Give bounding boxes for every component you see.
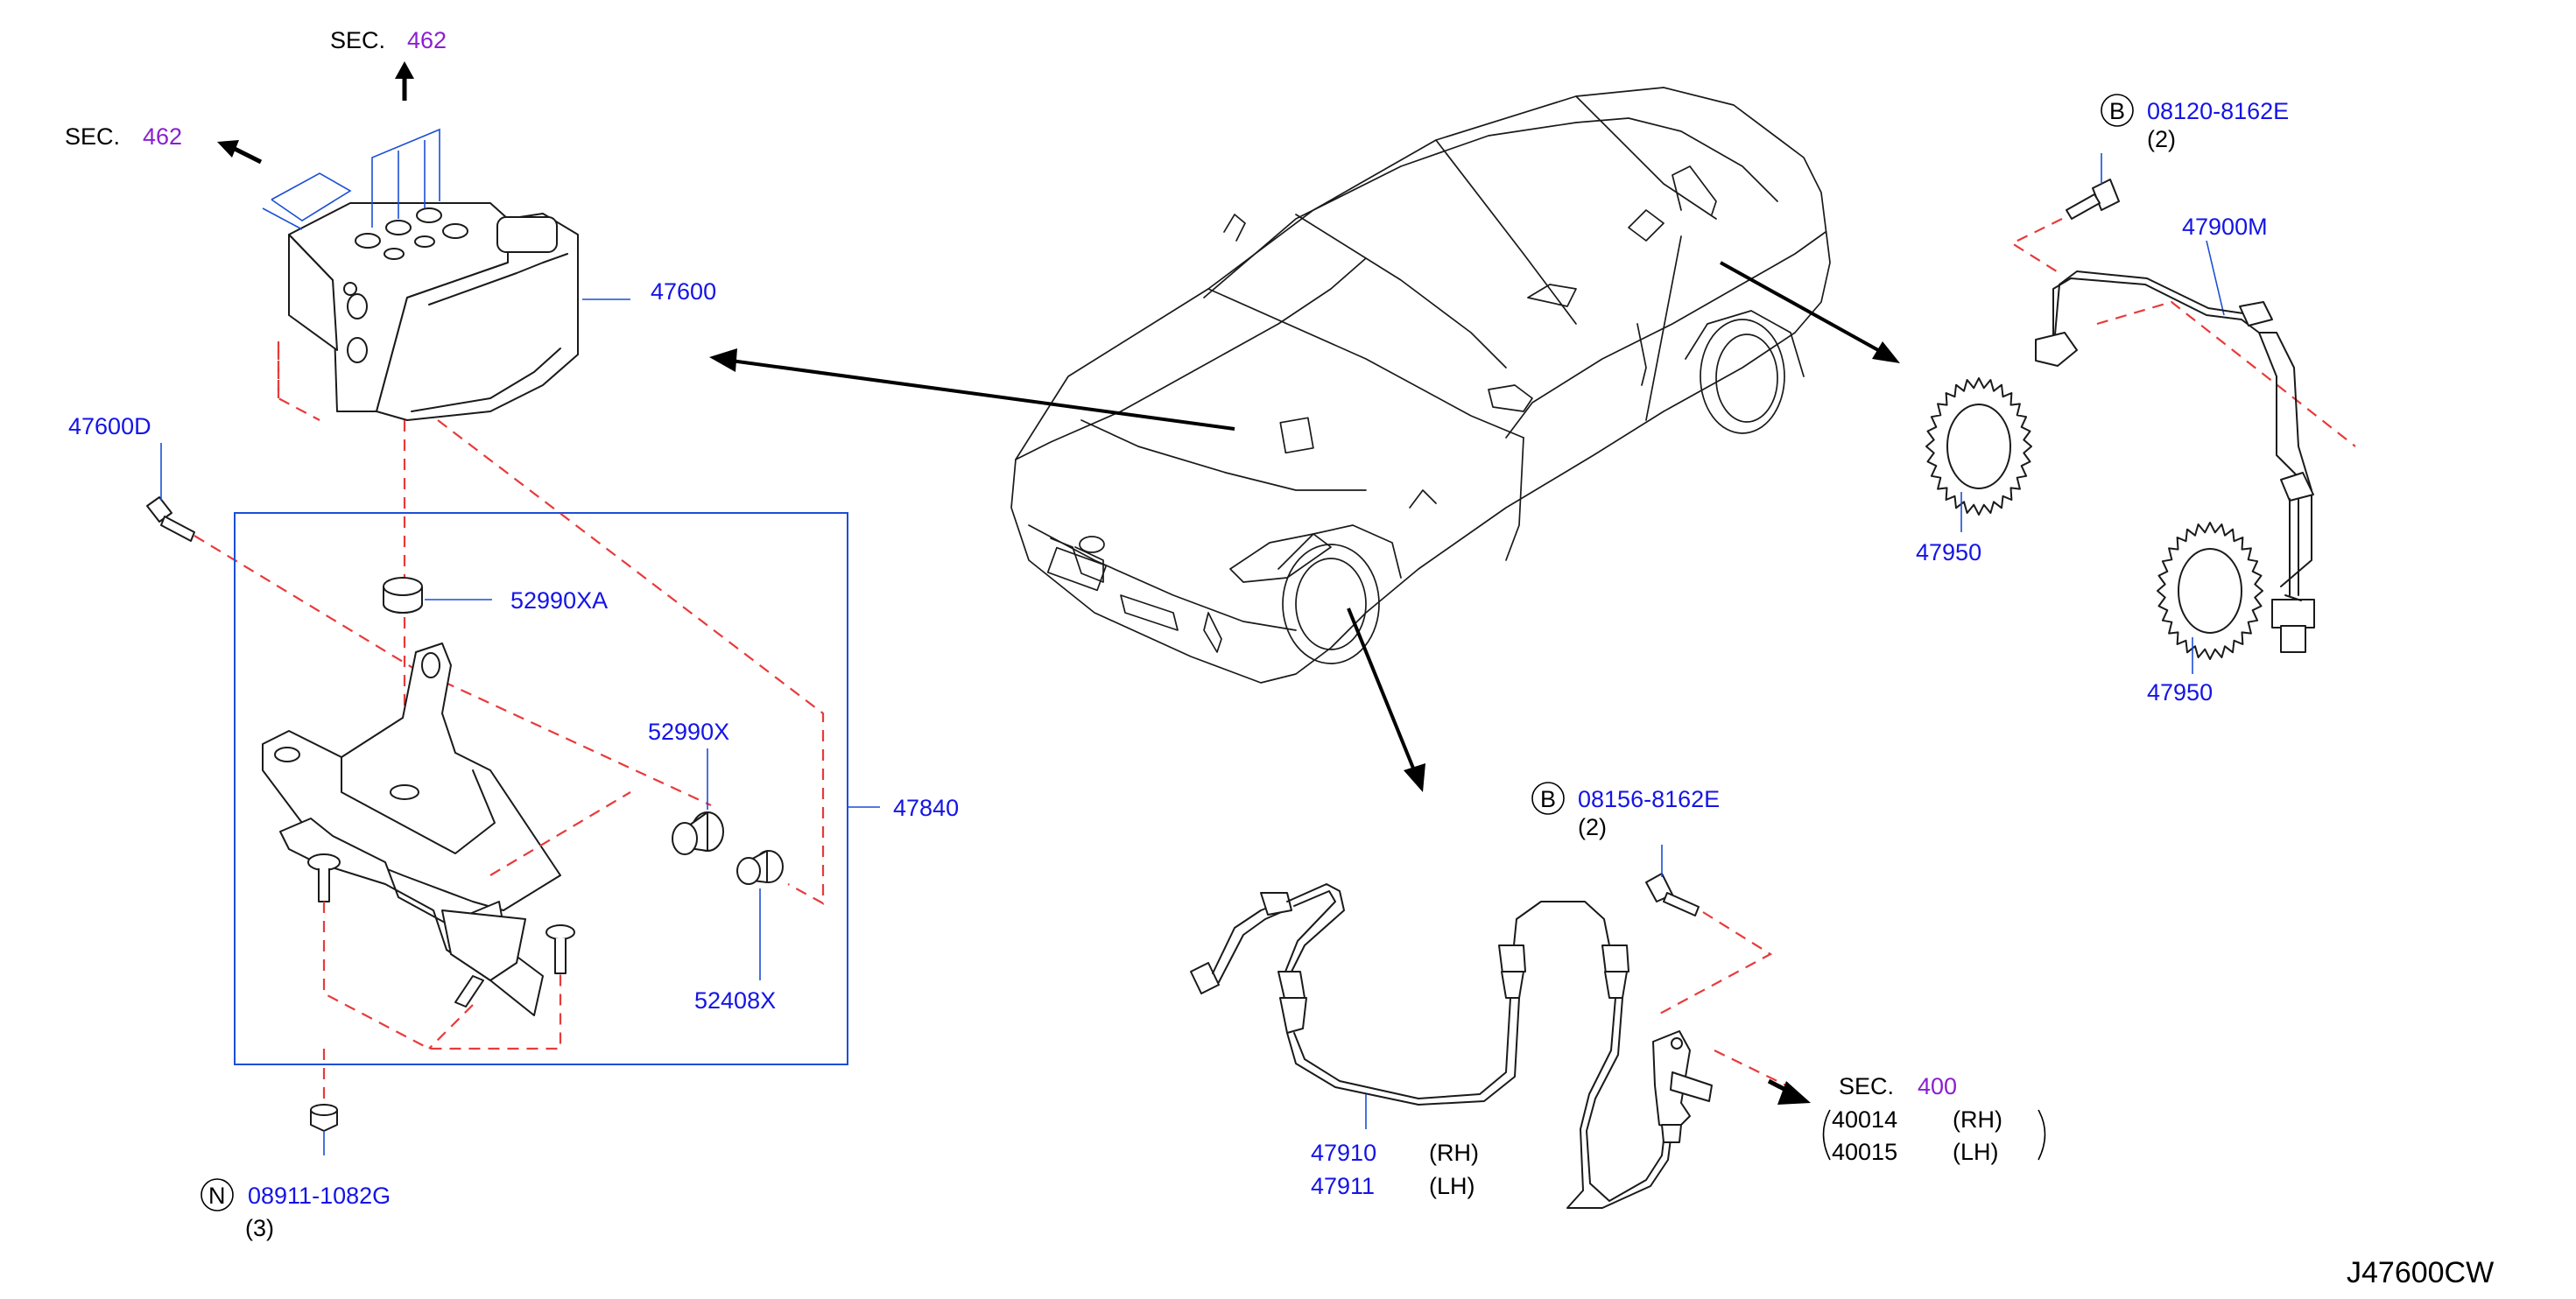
- part-47600[interactable]: 47600: [651, 278, 716, 305]
- qty-nut: (3): [245, 1215, 274, 1241]
- rear-bolt-icon: [2066, 179, 2120, 220]
- tone-ring-upper-illustration: [1925, 377, 2032, 516]
- knuckle-lh-side: (LH): [1953, 1139, 1999, 1165]
- part-47910[interactable]: 47910: [1311, 1140, 1376, 1166]
- bracket-bolt-icon: [545, 924, 575, 974]
- car-pointer-arrows: [709, 261, 1900, 792]
- part-47840[interactable]: 47840: [893, 795, 959, 821]
- nut-icon: [310, 1104, 338, 1132]
- part-52990x[interactable]: 52990X: [648, 719, 729, 745]
- bracket-open: [1822, 1109, 1831, 1161]
- qty-rear-bolt: (2): [2147, 126, 2176, 152]
- abs-actuator-illustration: [288, 202, 579, 421]
- sec-left-prefix: SEC.: [65, 123, 120, 150]
- part-08156-8162e[interactable]: 08156-8162E: [1578, 786, 1720, 812]
- bracket-assembly-box: [234, 512, 848, 1065]
- part-52408x[interactable]: 52408X: [694, 987, 776, 1014]
- sec-arrows-top: [217, 61, 414, 165]
- part-47600d[interactable]: 47600D: [68, 413, 151, 439]
- front-bolt-icon: [1645, 873, 1700, 916]
- insulator-xa-illustration: [383, 577, 423, 614]
- sec-left-number[interactable]: 462: [143, 123, 182, 150]
- rear-sensor-harness-illustration: [2035, 270, 2315, 653]
- sec-top-number[interactable]: 462: [407, 27, 447, 53]
- marker-b-front: B: [1540, 786, 1556, 812]
- fastener-b-marker-front: B: [1531, 782, 1565, 815]
- qty-front-bolt: (2): [1578, 814, 1607, 840]
- knuckle-40015: 40015: [1832, 1139, 1897, 1165]
- knuckle-40014: 40014: [1832, 1106, 1897, 1133]
- part-47911[interactable]: 47911: [1311, 1173, 1375, 1199]
- sec-top-prefix: SEC.: [330, 27, 385, 53]
- sec-br-number[interactable]: 400: [1918, 1073, 1957, 1099]
- front-sensor-harness-illustration: [1190, 883, 1713, 1209]
- marker-n: N: [208, 1183, 226, 1209]
- part-08911-1082g[interactable]: 08911-1082G: [248, 1183, 391, 1209]
- bolt-icon: [146, 443, 195, 542]
- side-rh: (RH): [1429, 1140, 1479, 1166]
- bracket-bolt-icon: [454, 975, 484, 1008]
- marker-b-rear: B: [2109, 98, 2125, 124]
- drawing-code: J47600CW: [2347, 1256, 2494, 1289]
- part-47950-upper[interactable]: 47950: [1916, 539, 1981, 565]
- fastener-b-marker-rear: B: [2101, 94, 2134, 127]
- part-08120-8162e[interactable]: 08120-8162E: [2147, 98, 2289, 124]
- fastener-n-marker: N: [201, 1178, 234, 1211]
- knuckle-rh-side: (RH): [1953, 1106, 2002, 1133]
- part-47950-lower[interactable]: 47950: [2147, 679, 2213, 706]
- part-52990xa[interactable]: 52990XA: [510, 587, 608, 614]
- bracket-close: [2038, 1109, 2046, 1161]
- bracket-bolt-icon: [307, 853, 341, 902]
- bracket-illustration: [262, 642, 561, 1016]
- collar-illustration: [736, 850, 784, 885]
- side-lh: (LH): [1429, 1173, 1475, 1199]
- sec-br-prefix: SEC.: [1839, 1073, 1894, 1099]
- insulator-x-illustration: [672, 811, 724, 855]
- sec-arrow-bottom-right: [1767, 1078, 1811, 1105]
- actuator-pipe-leaders: [262, 128, 440, 230]
- tone-ring-lower-illustration: [2157, 522, 2263, 660]
- part-47900m[interactable]: 47900M: [2182, 214, 2268, 240]
- car-illustration: [1010, 87, 1831, 684]
